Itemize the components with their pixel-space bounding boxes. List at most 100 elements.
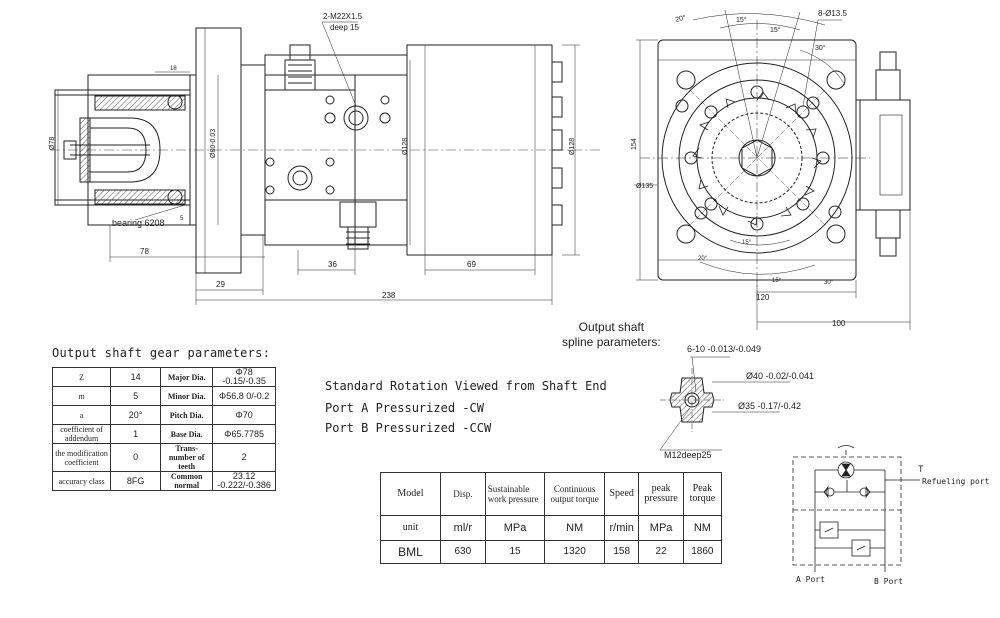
spline-detail [659,356,790,451]
gear-value: 8FG [110,471,162,491]
dim-69: 69 [467,260,476,269]
rotation-note-2: Port A Pressurized -CW [325,401,484,415]
spec-unit: NM [544,515,605,541]
spec-unit: unit [380,515,441,541]
spline-title-line-2: spline parameters: [562,335,661,349]
spec-value: 1860 [682,540,723,564]
gear-param: Z [51,367,112,387]
table-row: accuracy class 8FG Common normal 23.12 -… [51,471,276,491]
spec-value: 1320 [544,540,605,564]
rotation-note-1: Standard Rotation Viewed from Shaft End [325,379,607,393]
spline-callout-top: 6-10 -0.013/-0.049 [687,344,761,354]
gear-param: Base Dia. [160,424,214,444]
dim-bcd: Ø135 [636,183,653,190]
dim-29: 29 [216,280,225,289]
gear-value: Φ65.7785 [212,424,276,444]
spec-table: Model Disp. Sustainable work pressure Co… [380,472,723,564]
dim-chamfer: 5 [180,216,184,222]
port-a-label: A Port [796,575,825,584]
spec-header: Speed [603,472,640,516]
gear-param: Trans-number of teeth [160,443,214,472]
spec-header: peak pressure [638,472,684,516]
spec-unit: MPa [638,515,684,541]
dim-78: 78 [140,247,149,256]
gear-value: 2 [212,443,276,472]
dim-angle-15c: 15° [742,240,752,246]
gear-param: m [51,386,112,406]
table-row: unit ml/r MPa NM r/min MPa NM [380,515,723,541]
spec-value: BML [380,540,441,564]
side-view [50,21,600,305]
gear-value: Φ56.8 0/-0.2 [212,386,276,406]
table-row: Z 14 Major Dia. Φ78 -0.15/-0.35 [51,367,276,387]
front-view [634,9,911,330]
gear-param: Pitch Dia. [160,405,214,425]
gear-value: 5 [110,386,162,406]
dim-angle-15a: 15° [736,16,747,24]
gear-param: a [51,405,112,425]
gear-value: 23.12 -0.222/-0.386 [212,471,276,491]
dim-shaft-dia: Ø78 [49,137,56,150]
spec-unit: ml/r [439,515,486,541]
spec-value: 158 [603,540,640,564]
valve-block [264,89,356,201]
dim-238: 238 [382,291,396,300]
spec-unit: NM [682,515,723,541]
rotation-note-3: Port B Pressurized -CCW [325,421,492,435]
spec-unit: r/min [603,515,640,541]
spec-value: 22 [638,540,684,564]
gear-value: Φ78 -0.15/-0.35 [212,367,276,387]
spec-header: Sustainable work pressure [484,472,546,516]
spec-unit: MPa [484,515,546,541]
gear-param: Minor Dia. [160,386,214,406]
dim-angle-20b: 20° [698,256,708,262]
gear-params-table: Z 14 Major Dia. Φ78 -0.15/-0.35 m 5 Mino… [51,367,276,491]
dim-thread-1: 2-M22X1.5 [323,12,363,21]
dim-angle-30a: 30° [815,44,826,52]
gear-param: accuracy class [51,471,112,491]
spline-tap: M12deep25 [664,450,712,460]
dim-36: 36 [328,260,337,269]
table-row: Model Disp. Sustainable work pressure Co… [380,472,723,516]
spec-header: Peak torque [682,472,723,516]
dim-flange-width: 18 [170,66,177,72]
dim-body-dia-1: Ø128 [402,138,409,155]
dim-bearing: bearing 6208 [112,218,165,228]
spline-outer-dia: Ø40 -0.02/-0.041 [746,371,814,381]
hydraulic-schematic [792,445,920,572]
gear-value: 20° [110,405,162,425]
table-row: BML 630 15 1320 158 22 1860 [380,540,723,564]
spec-value: 15 [484,540,546,564]
table-row: the modification coefficient 0 Trans-num… [51,443,276,472]
table-row: m 5 Minor Dia. Φ56.8 0/-0.2 [51,386,276,406]
dim-bolt-pattern: 8-Ø13.5 [818,9,847,18]
dim-angle-15d: 15° [772,278,782,284]
gear-value: 14 [110,367,162,387]
dim-pilot-dia: Ø80-0.03 [210,129,217,158]
dim-angle-15b: 15° [770,26,781,34]
refuel-label: Refueling port [922,477,990,486]
mounting-flange [195,27,242,274]
port-t-label: T [918,464,924,474]
spline-title: Output shaft spline parameters: [562,320,661,350]
gear-param: the modification coefficient [51,443,112,472]
dim-angle-20: 20° [674,13,686,24]
table-row: coefficient of addendum 1 Base Dia. Φ65.… [51,424,276,444]
dim-thread-2: deep 15 [330,23,359,32]
gear-value: 1 [110,424,162,444]
schematic-outline [792,456,902,566]
spec-header: Continuous output torque [544,472,605,516]
spec-header: Model [380,472,441,516]
gear-params-title: Output shaft gear parameters: [52,346,271,360]
spec-header: Disp. [439,472,486,516]
gear-param: coefficient of addendum [51,424,112,444]
spline-title-line-1: Output shaft [578,320,645,334]
gear-param: Common normal [160,471,214,491]
dim-body-dia-2: Ø128 [569,138,576,155]
dim-angle-30b: 30° [824,280,834,286]
dim-120: 120 [756,293,770,302]
port-b-label: B Port [874,577,903,586]
gear-value: Φ70 [212,405,276,425]
spec-value: 630 [439,540,486,564]
